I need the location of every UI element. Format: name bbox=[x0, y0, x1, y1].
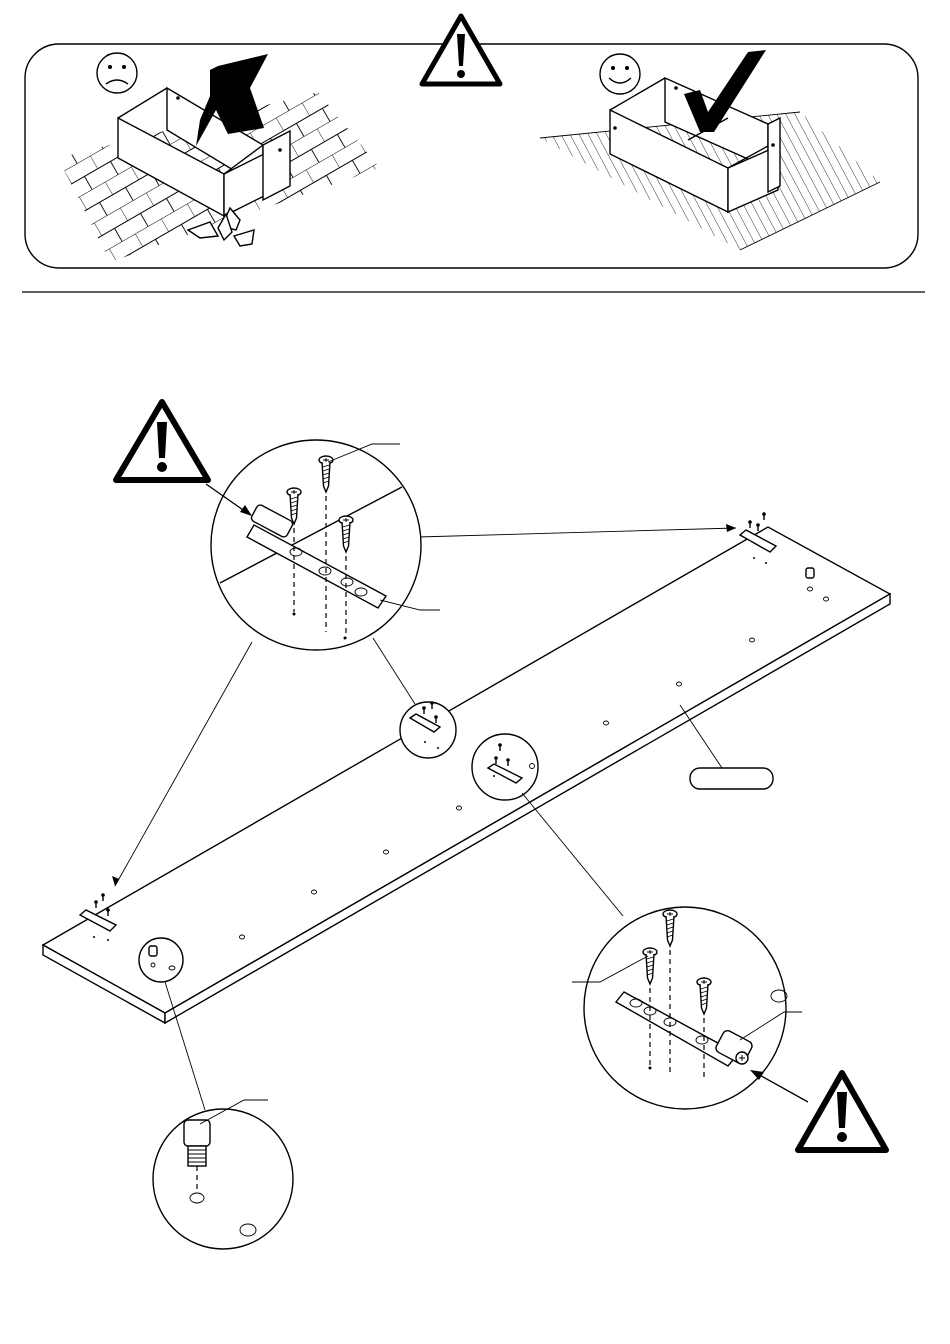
hinge-detail-callout-top bbox=[211, 440, 440, 650]
part-label-leader bbox=[680, 705, 722, 768]
peg-icon bbox=[184, 1120, 210, 1146]
part-label bbox=[690, 768, 773, 789]
peg-callout-small bbox=[139, 938, 183, 982]
mid-callout-small-2 bbox=[472, 734, 538, 800]
peg-detail-callout bbox=[153, 1100, 293, 1249]
shard bbox=[234, 230, 254, 246]
mid-callout-small-1 bbox=[400, 701, 456, 758]
warning-icon bbox=[422, 16, 500, 84]
top-warning-panel bbox=[25, 16, 918, 268]
happy-face-icon bbox=[600, 54, 640, 94]
peg-right bbox=[806, 568, 814, 578]
sad-face-icon bbox=[97, 53, 137, 93]
warning-icon bbox=[116, 402, 208, 480]
warning-icon bbox=[798, 1073, 886, 1150]
